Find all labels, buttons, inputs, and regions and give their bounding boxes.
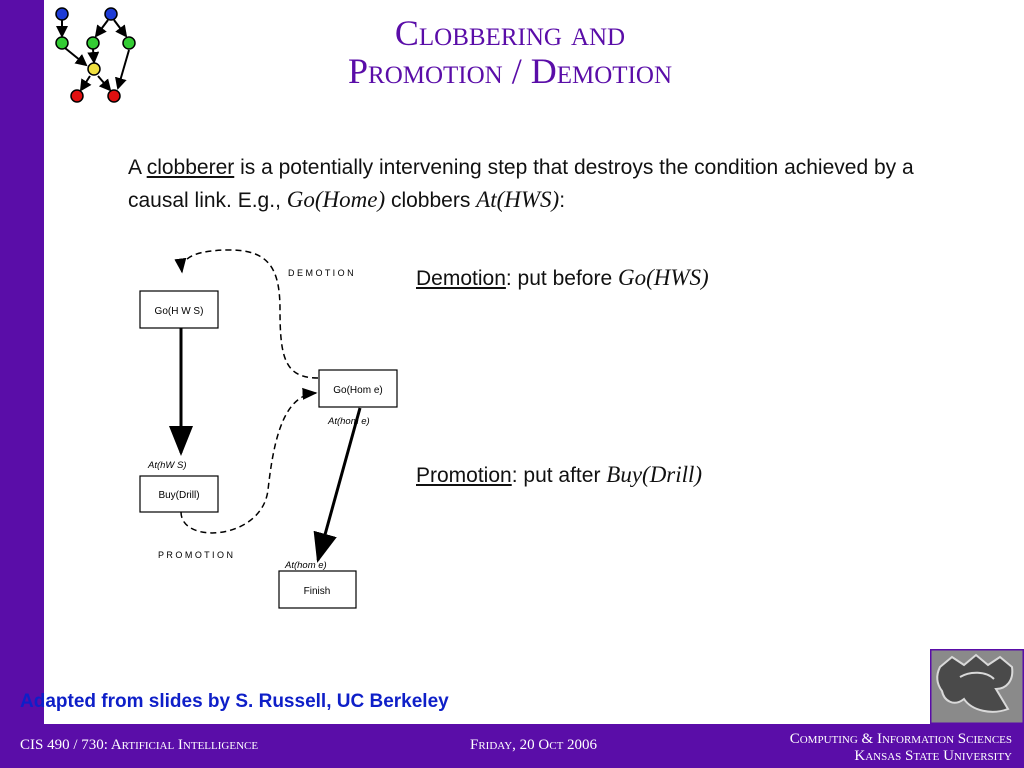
left-purple-bar [0,0,44,768]
footer-organization: Computing & Information Sciences Kansas … [790,731,1012,765]
promotion-text: : put after [511,464,607,487]
clobberer-term: clobberer [146,156,235,179]
demotion-statement: Demotion: put before Go(HWS) [416,265,709,291]
node-go-home-label: Go(Hom e) [333,385,382,396]
graph-network-logo-icon [55,7,136,103]
demotion-math: Go(HWS) [617,265,709,290]
intro-text-c: clobbers [385,189,477,212]
condition-at-home: At(hom e) [327,416,370,427]
slide-title-line2: Promotion / Demotion [348,51,672,91]
intro-paragraph: A clobberer is a potentially intervening… [128,152,918,217]
node-go-hws-label: Go(H W S) [155,306,204,317]
promotion-math: Buy(Drill) [606,462,703,487]
footer-department: Computing & Information Sciences [789,731,1012,747]
promotion-statement: Promotion: put after Buy(Drill) [416,462,702,488]
credit-line: Adapted from slides by S. Russell, UC Be… [20,691,449,712]
node-finish-label: Finish [304,586,331,597]
node-finish: Finish [278,570,357,609]
promotion-edge-label: P R O M O T I O N [158,550,233,560]
intro-text-b: is a potentially intervening step that d… [128,156,914,212]
intro-text-d: : [559,189,566,212]
slide-title: Clobbering and Promotion / Demotion [250,14,770,90]
causal-link-home [313,407,362,563]
footer-course: CIS 490 / 730: Artificial Intelligence [20,737,259,753]
go-home-math: Go(Home) [286,187,386,212]
demotion-ordering-edge [174,249,319,379]
node-buy-drill: Buy(Drill) [139,475,219,513]
footer-university: Kansas State University [854,748,1012,764]
intro-text-a: A [128,156,147,179]
plan-diagram: Go(H W S) Go(Hom e) Buy(Drill) Finish D … [139,249,398,609]
footer-date: Friday, 20 Oct 2006 [470,737,598,753]
node-buy-drill-label: Buy(Drill) [158,490,199,501]
slide-title-line1: Clobbering and [394,13,626,53]
demotion-edge-label: D E M O T I O N [288,268,354,278]
demotion-text: : put before [505,267,618,290]
condition-at-home-finish: At(hom e) [284,560,327,571]
node-go-home: Go(Hom e) [318,369,398,408]
footer-bar [0,724,1024,768]
at-hws-math: At(HWS) [476,187,560,212]
condition-at-hws: At(hW S) [147,460,187,471]
demotion-term: Demotion [416,267,506,290]
node-go-hws: Go(H W S) [139,290,219,329]
promotion-term: Promotion [416,464,512,487]
wildcat-logo-icon [930,649,1024,724]
